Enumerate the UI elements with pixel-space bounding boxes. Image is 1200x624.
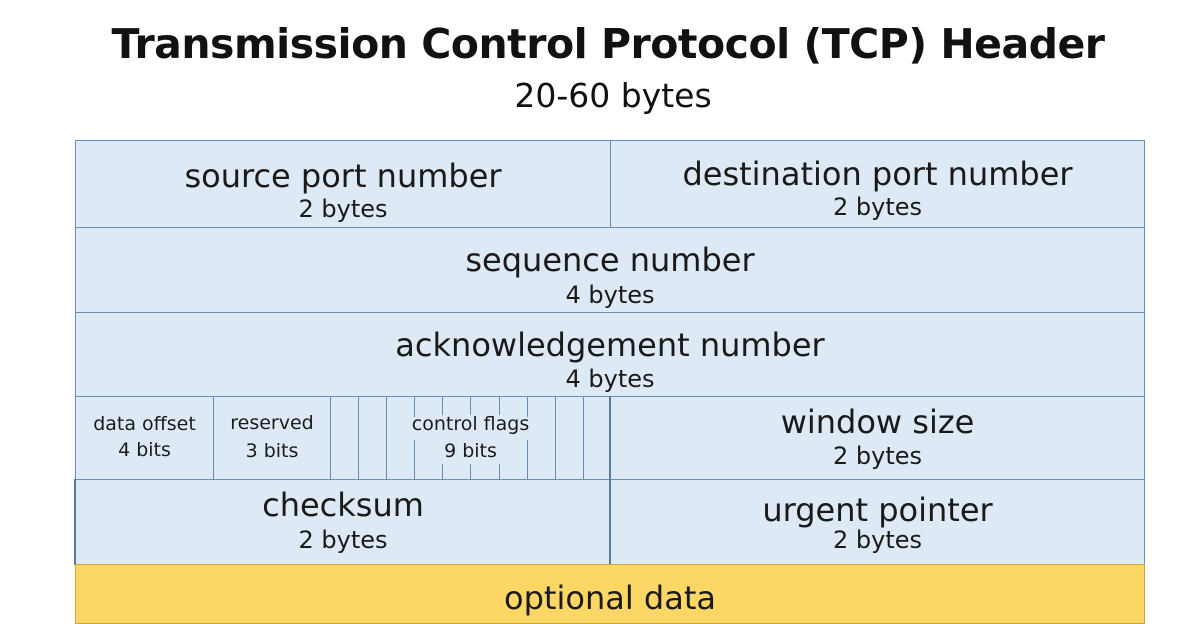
- field-name: optional data: [504, 579, 716, 617]
- field-window-size: window size 2 bytes: [610, 396, 1145, 480]
- flag-bit-divider: [386, 397, 387, 479]
- field-size: 2 bytes: [832, 442, 922, 470]
- field-name: source port number: [184, 157, 502, 195]
- field-name: destination port number: [682, 155, 1073, 193]
- flag-bit-divider: [527, 440, 528, 479]
- flag-bit-divider: [470, 397, 471, 415]
- flag-bit-divider: [499, 397, 500, 415]
- diagram-title: Transmission Control Protocol (TCP) Head…: [111, 20, 1106, 68]
- flag-bit-divider: [442, 464, 443, 479]
- flag-bit-divider: [414, 397, 415, 417]
- diagram-subtitle: 20-60 bytes: [514, 76, 712, 115]
- field-acknowledgement-number: acknowledgement number 4 bytes: [75, 312, 1145, 397]
- field-size: 2 bytes: [298, 195, 388, 223]
- flag-bit-divider: [442, 397, 443, 415]
- field-size: 2 bytes: [298, 526, 388, 554]
- field-size: 4 bits: [118, 439, 171, 461]
- column-divider: [609, 396, 611, 565]
- field-size: 3 bits: [245, 440, 299, 462]
- flag-bit-divider: [414, 440, 415, 479]
- row-left-edge: [74, 479, 76, 565]
- field-name: sequence number: [465, 241, 755, 279]
- field-name: data offset: [93, 413, 196, 435]
- field-name: urgent pointer: [762, 491, 993, 529]
- field-sequence-number: sequence number 4 bytes: [75, 227, 1145, 313]
- field-name: checksum: [262, 486, 424, 524]
- flag-bit-divider: [470, 464, 471, 479]
- flag-bit-divider: [555, 397, 556, 479]
- field-checksum: checksum 2 bytes: [75, 479, 611, 565]
- field-name: control flags: [411, 413, 530, 435]
- field-name: acknowledgement number: [395, 326, 825, 364]
- field-size: 2 bytes: [832, 193, 922, 221]
- field-size: 4 bytes: [565, 281, 655, 309]
- flag-bit-divider: [499, 464, 500, 479]
- field-reserved: reserved 3 bits: [213, 396, 331, 480]
- field-urgent-pointer: urgent pointer 2 bytes: [610, 479, 1145, 565]
- field-size: 4 bytes: [565, 365, 655, 393]
- field-data-offset: data offset 4 bits: [75, 396, 214, 480]
- flag-bit-divider: [527, 397, 528, 417]
- flag-bit-divider: [583, 397, 584, 479]
- field-optional-data: optional data: [75, 564, 1145, 624]
- field-destination-port: destination port number 2 bytes: [610, 140, 1145, 228]
- field-size: 2 bytes: [832, 526, 922, 554]
- flag-bit-divider: [358, 397, 359, 479]
- field-source-port: source port number 2 bytes: [75, 140, 611, 228]
- field-name: window size: [780, 403, 975, 441]
- field-size: 9 bits: [444, 440, 497, 462]
- field-name: reserved: [230, 412, 314, 434]
